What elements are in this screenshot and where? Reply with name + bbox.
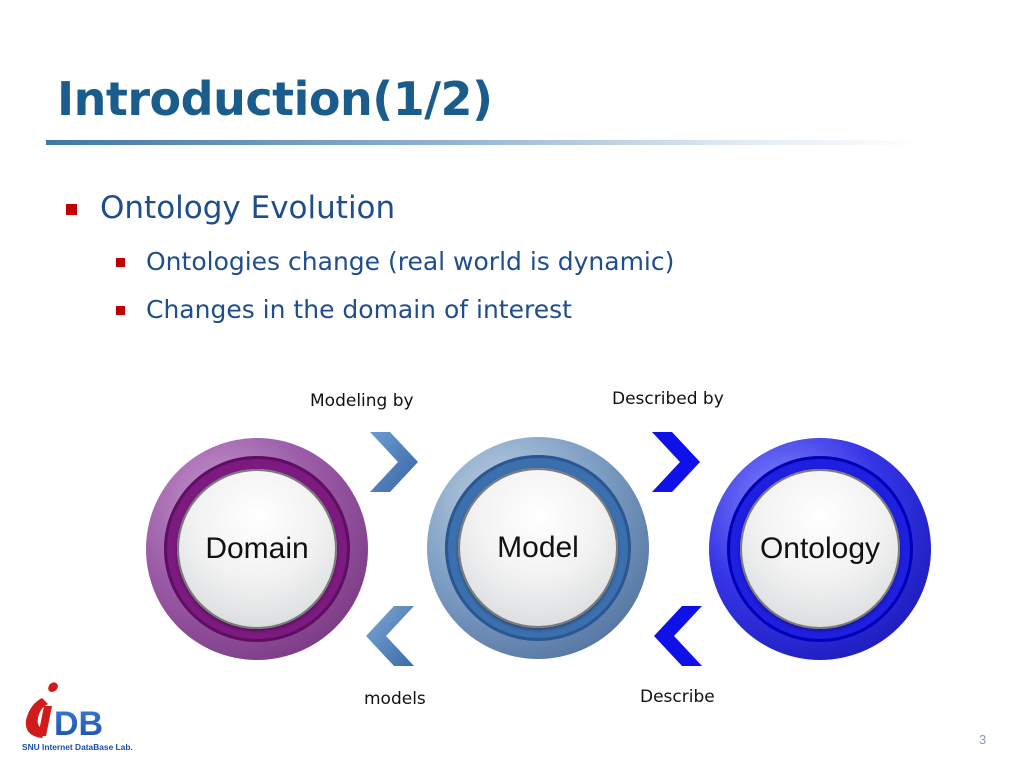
node-domain: Domain — [146, 438, 368, 660]
bullet-marker — [116, 258, 125, 267]
chevron-left-icon — [366, 606, 414, 666]
bullet-sub-2-text: Changes in the domain of interest — [146, 295, 572, 324]
node-ontology: Ontology — [709, 438, 931, 660]
chevron-left-icon — [654, 606, 702, 666]
node-model: Model — [427, 437, 649, 659]
idb-logo: DB SNU Internet DataBase Lab. — [22, 682, 133, 752]
node-center — [458, 468, 618, 628]
node-model-label: Model — [497, 531, 579, 564]
slide-title: Introduction(1/2) — [57, 72, 493, 126]
node-center — [177, 469, 337, 629]
bullet-marker — [116, 306, 125, 315]
node-center — [740, 469, 900, 629]
chevron-right-icon — [370, 432, 418, 492]
logo-caption: SNU Internet DataBase Lab. — [22, 742, 133, 752]
bullet-sub-1-text: Ontologies change (real world is dynamic… — [146, 247, 675, 276]
bullet-marker — [66, 204, 77, 215]
edge-label-modeling-by: Modeling by — [310, 391, 414, 411]
edge-label-describe: Describe — [640, 687, 715, 707]
edge-label-described-by: Described by — [612, 389, 724, 409]
bullet-main-text: Ontology Evolution — [100, 190, 396, 226]
node-ontology-label: Ontology — [759, 532, 881, 565]
page-number: 3 — [979, 732, 987, 747]
title-underline — [46, 140, 926, 145]
node-domain-label: Domain — [205, 532, 309, 565]
edge-label-models: models — [364, 689, 426, 709]
logo-wordmark: DB — [54, 705, 103, 743]
chevron-right-icon — [652, 432, 700, 492]
